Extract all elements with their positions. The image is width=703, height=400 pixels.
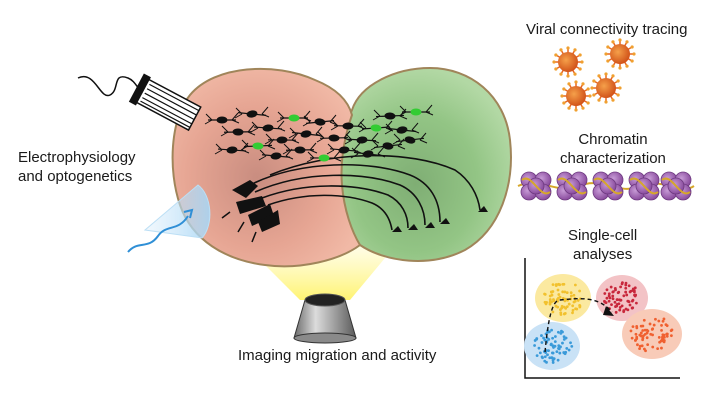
neuron (282, 142, 318, 155)
neuron (344, 132, 380, 145)
neuron (204, 112, 240, 125)
neuron (302, 114, 338, 127)
single-cell-clusters (524, 274, 682, 370)
single-cell-plot-axes (524, 258, 680, 379)
neuron (234, 106, 270, 119)
virus-icon (560, 80, 592, 112)
electrophysiology-label: Electrophysiology and optogenetics (18, 148, 136, 186)
labeled-neuron (276, 110, 312, 123)
imaging-label: Imaging migration and activity (238, 347, 437, 364)
cluster-blue (524, 322, 580, 370)
labeled-neuron (306, 150, 342, 163)
single-cell-label-line2: analyses (573, 246, 633, 263)
virus-group (552, 38, 636, 112)
chromatin-label-line1: Chromatin (578, 131, 648, 148)
trajectory-arrowhead (603, 306, 614, 316)
chromatin-label-line2: characterization (560, 150, 666, 167)
nucleosome-icon (628, 171, 660, 201)
trajectory-arrow (544, 297, 613, 353)
neuron (350, 146, 386, 159)
viral-tracing-label: Viral connectivity tracing (526, 21, 688, 38)
single-cell-label-line1: Single-cell (568, 227, 638, 244)
right-hemisphere (336, 66, 512, 262)
electrophysiology-label-line2: and optogenetics (18, 168, 133, 185)
migrating-neurons (204, 104, 434, 163)
cluster-orange (622, 309, 682, 359)
light-fiber-icon (127, 184, 211, 253)
neuron (220, 124, 256, 137)
axon-projections (249, 154, 481, 231)
chromatin-label: Chromatin characterization (560, 130, 666, 168)
neuron (384, 122, 420, 135)
labeled-neuron (358, 120, 394, 133)
pyramidal-neurons (221, 180, 488, 243)
single-cell-label: Single-cell analyses (568, 226, 637, 264)
neuron (250, 120, 286, 133)
virus-icon (604, 38, 636, 70)
chromatin-fiber (517, 171, 695, 201)
neuron (326, 142, 362, 155)
nucleosome-icon (520, 171, 552, 201)
neuron (258, 148, 294, 161)
nucleosome-icon (556, 171, 588, 201)
electrophysiology-label-line1: Electrophysiology (18, 149, 136, 166)
neuron (214, 142, 250, 155)
neuron (288, 126, 324, 139)
nucleosome-icon (592, 171, 624, 201)
microscope-objective-icon (293, 293, 357, 344)
neuron (316, 130, 352, 143)
neuron (330, 118, 366, 131)
neuron (392, 132, 428, 145)
virus-icon (552, 46, 584, 78)
virus-icon (590, 72, 622, 104)
recording-electrode-icon (77, 73, 202, 132)
nucleosome-icon (660, 171, 692, 201)
neuron (370, 138, 406, 151)
labeled-neuron (240, 138, 276, 151)
labeled-neuron (398, 104, 434, 117)
cluster-yellow (535, 274, 591, 322)
